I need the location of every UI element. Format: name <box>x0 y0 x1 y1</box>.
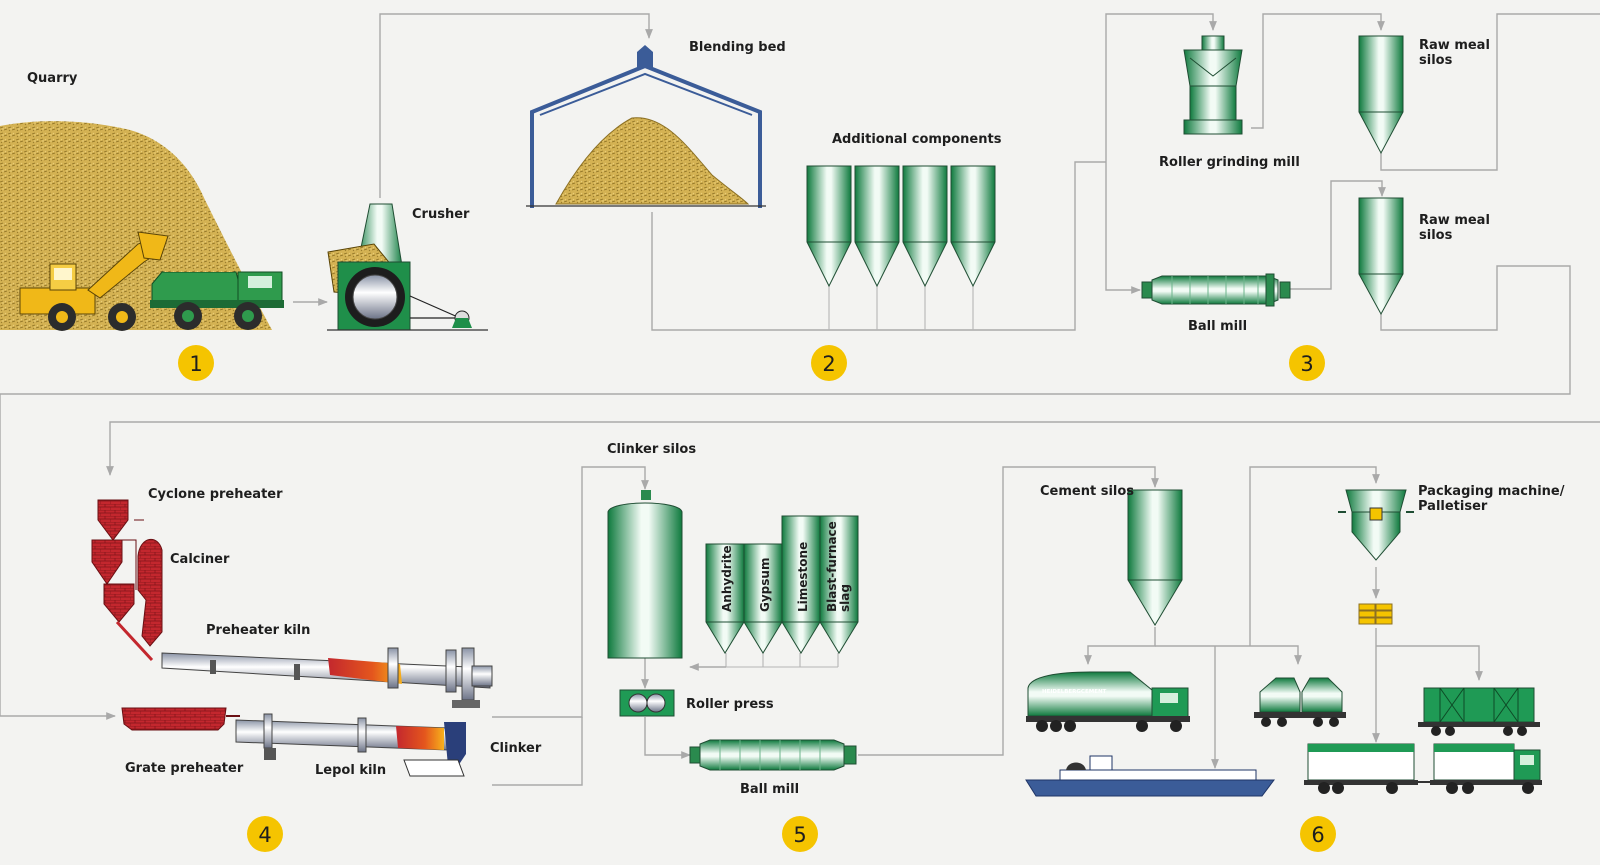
gypsum-label: Gypsum <box>758 558 772 612</box>
pallet-bags-icon <box>1358 603 1393 625</box>
cement-ship-icon <box>1025 755 1275 797</box>
preheater-kiln-label: Preheater kiln <box>206 623 310 638</box>
box-wagon-icon <box>1418 687 1540 736</box>
grate-preheater-label: Grate preheater <box>125 761 244 776</box>
clinker-silos-label: Clinker silos <box>607 442 696 457</box>
section-6: HEIDELBERGCEMENT <box>1025 484 1565 852</box>
cement-silos-label: Cement silos <box>1040 484 1134 499</box>
packaging-machine-icon <box>1338 489 1414 561</box>
raw-meal-silos-label-2-line2: silos <box>1419 228 1453 243</box>
packaging-label-line2: Palletiser <box>1418 499 1488 514</box>
truck-trailer-icon <box>1304 743 1542 794</box>
calciner-label: Calciner <box>170 552 230 567</box>
ball-mill-label-5: Ball mill <box>740 782 799 797</box>
ball-mill-label-3: Ball mill <box>1188 319 1247 334</box>
slag-label: slag <box>838 584 852 612</box>
cyclone-preheater-icon <box>91 499 144 623</box>
lepol-kiln-label: Lepol kiln <box>315 763 386 778</box>
step-number-5: 5 <box>793 823 806 847</box>
crusher-label: Crusher <box>412 207 470 222</box>
grate-preheater-icon <box>121 707 240 731</box>
blast-furnace-label: Blast-furnace <box>825 521 839 612</box>
step-number-4: 4 <box>258 823 271 847</box>
quarry-label: Quarry <box>27 71 78 86</box>
tanker-brand: HEIDELBERGCEMENT <box>1042 689 1107 695</box>
roller-press-icon <box>619 689 675 717</box>
additional-components-silos <box>806 165 996 288</box>
roller-grinding-mill-icon <box>1183 35 1243 135</box>
wheel-loader-icon <box>19 231 169 331</box>
step-badge-1 <box>178 345 214 381</box>
step-number-6: 6 <box>1311 823 1324 847</box>
lepol-kiln-icon <box>235 713 466 777</box>
raw-meal-silos-label-1-line1: Raw meal <box>1419 38 1490 53</box>
step-number-3: 3 <box>1300 352 1313 376</box>
cyclone-preheater-label: Cyclone preheater <box>148 487 283 502</box>
clinker-label: Clinker <box>490 741 542 756</box>
section-4: Cyclone preheater Calciner Preheater kil… <box>91 487 542 852</box>
crusher-icon <box>327 203 488 331</box>
roller-grinding-mill-label: Roller grinding mill <box>1159 155 1300 170</box>
section-5: Anhydrite Gypsum Limestone Blast-furnace… <box>607 442 859 852</box>
step-number-2: 2 <box>822 352 835 376</box>
dump-truck-icon <box>150 261 284 330</box>
calciner-icon <box>115 539 163 662</box>
ball-mill-5-icon <box>689 739 857 771</box>
step-badge-5 <box>782 816 818 852</box>
cement-tanker-truck-icon: HEIDELBERGCEMENT <box>1026 671 1190 732</box>
step-badge-6 <box>1300 816 1336 852</box>
packaging-label-line1: Packaging machine/ <box>1418 484 1565 499</box>
raw-meal-silos-label-2-line1: Raw meal <box>1419 213 1490 228</box>
limestone-label: Limestone <box>796 542 810 612</box>
ball-mill-icon <box>1141 273 1291 307</box>
additional-components-label: Additional components <box>832 132 1002 147</box>
blending-bed-label: Blending bed <box>689 40 786 55</box>
cement-silo-icon <box>1127 489 1183 626</box>
step-badge-4 <box>247 816 283 852</box>
section-2: Blending bed Additional components 2 <box>526 40 1002 381</box>
section-1: Quarry Crusher 1 <box>0 71 488 381</box>
clinker-silo-icon <box>607 490 683 659</box>
raw-meal-silos-label-1-line2: silos <box>1419 53 1453 68</box>
step-badge-3 <box>1289 345 1325 381</box>
roller-press-label: Roller press <box>686 697 774 712</box>
raw-meal-silo-1 <box>1358 35 1404 155</box>
blending-bed-shed <box>526 45 766 208</box>
raw-meal-silo-2 <box>1358 197 1404 316</box>
section-3: Roller grinding mill Raw meal silos Raw … <box>1141 35 1490 381</box>
additive-silos-icon <box>705 515 859 654</box>
step-number-1: 1 <box>189 352 202 376</box>
preheater-kiln-icon <box>161 647 493 708</box>
flow-lines <box>0 13 1600 786</box>
step-badge-2 <box>811 345 847 381</box>
anhydrite-label: Anhydrite <box>720 545 734 612</box>
rail-tank-wagon-icon <box>1254 677 1346 727</box>
